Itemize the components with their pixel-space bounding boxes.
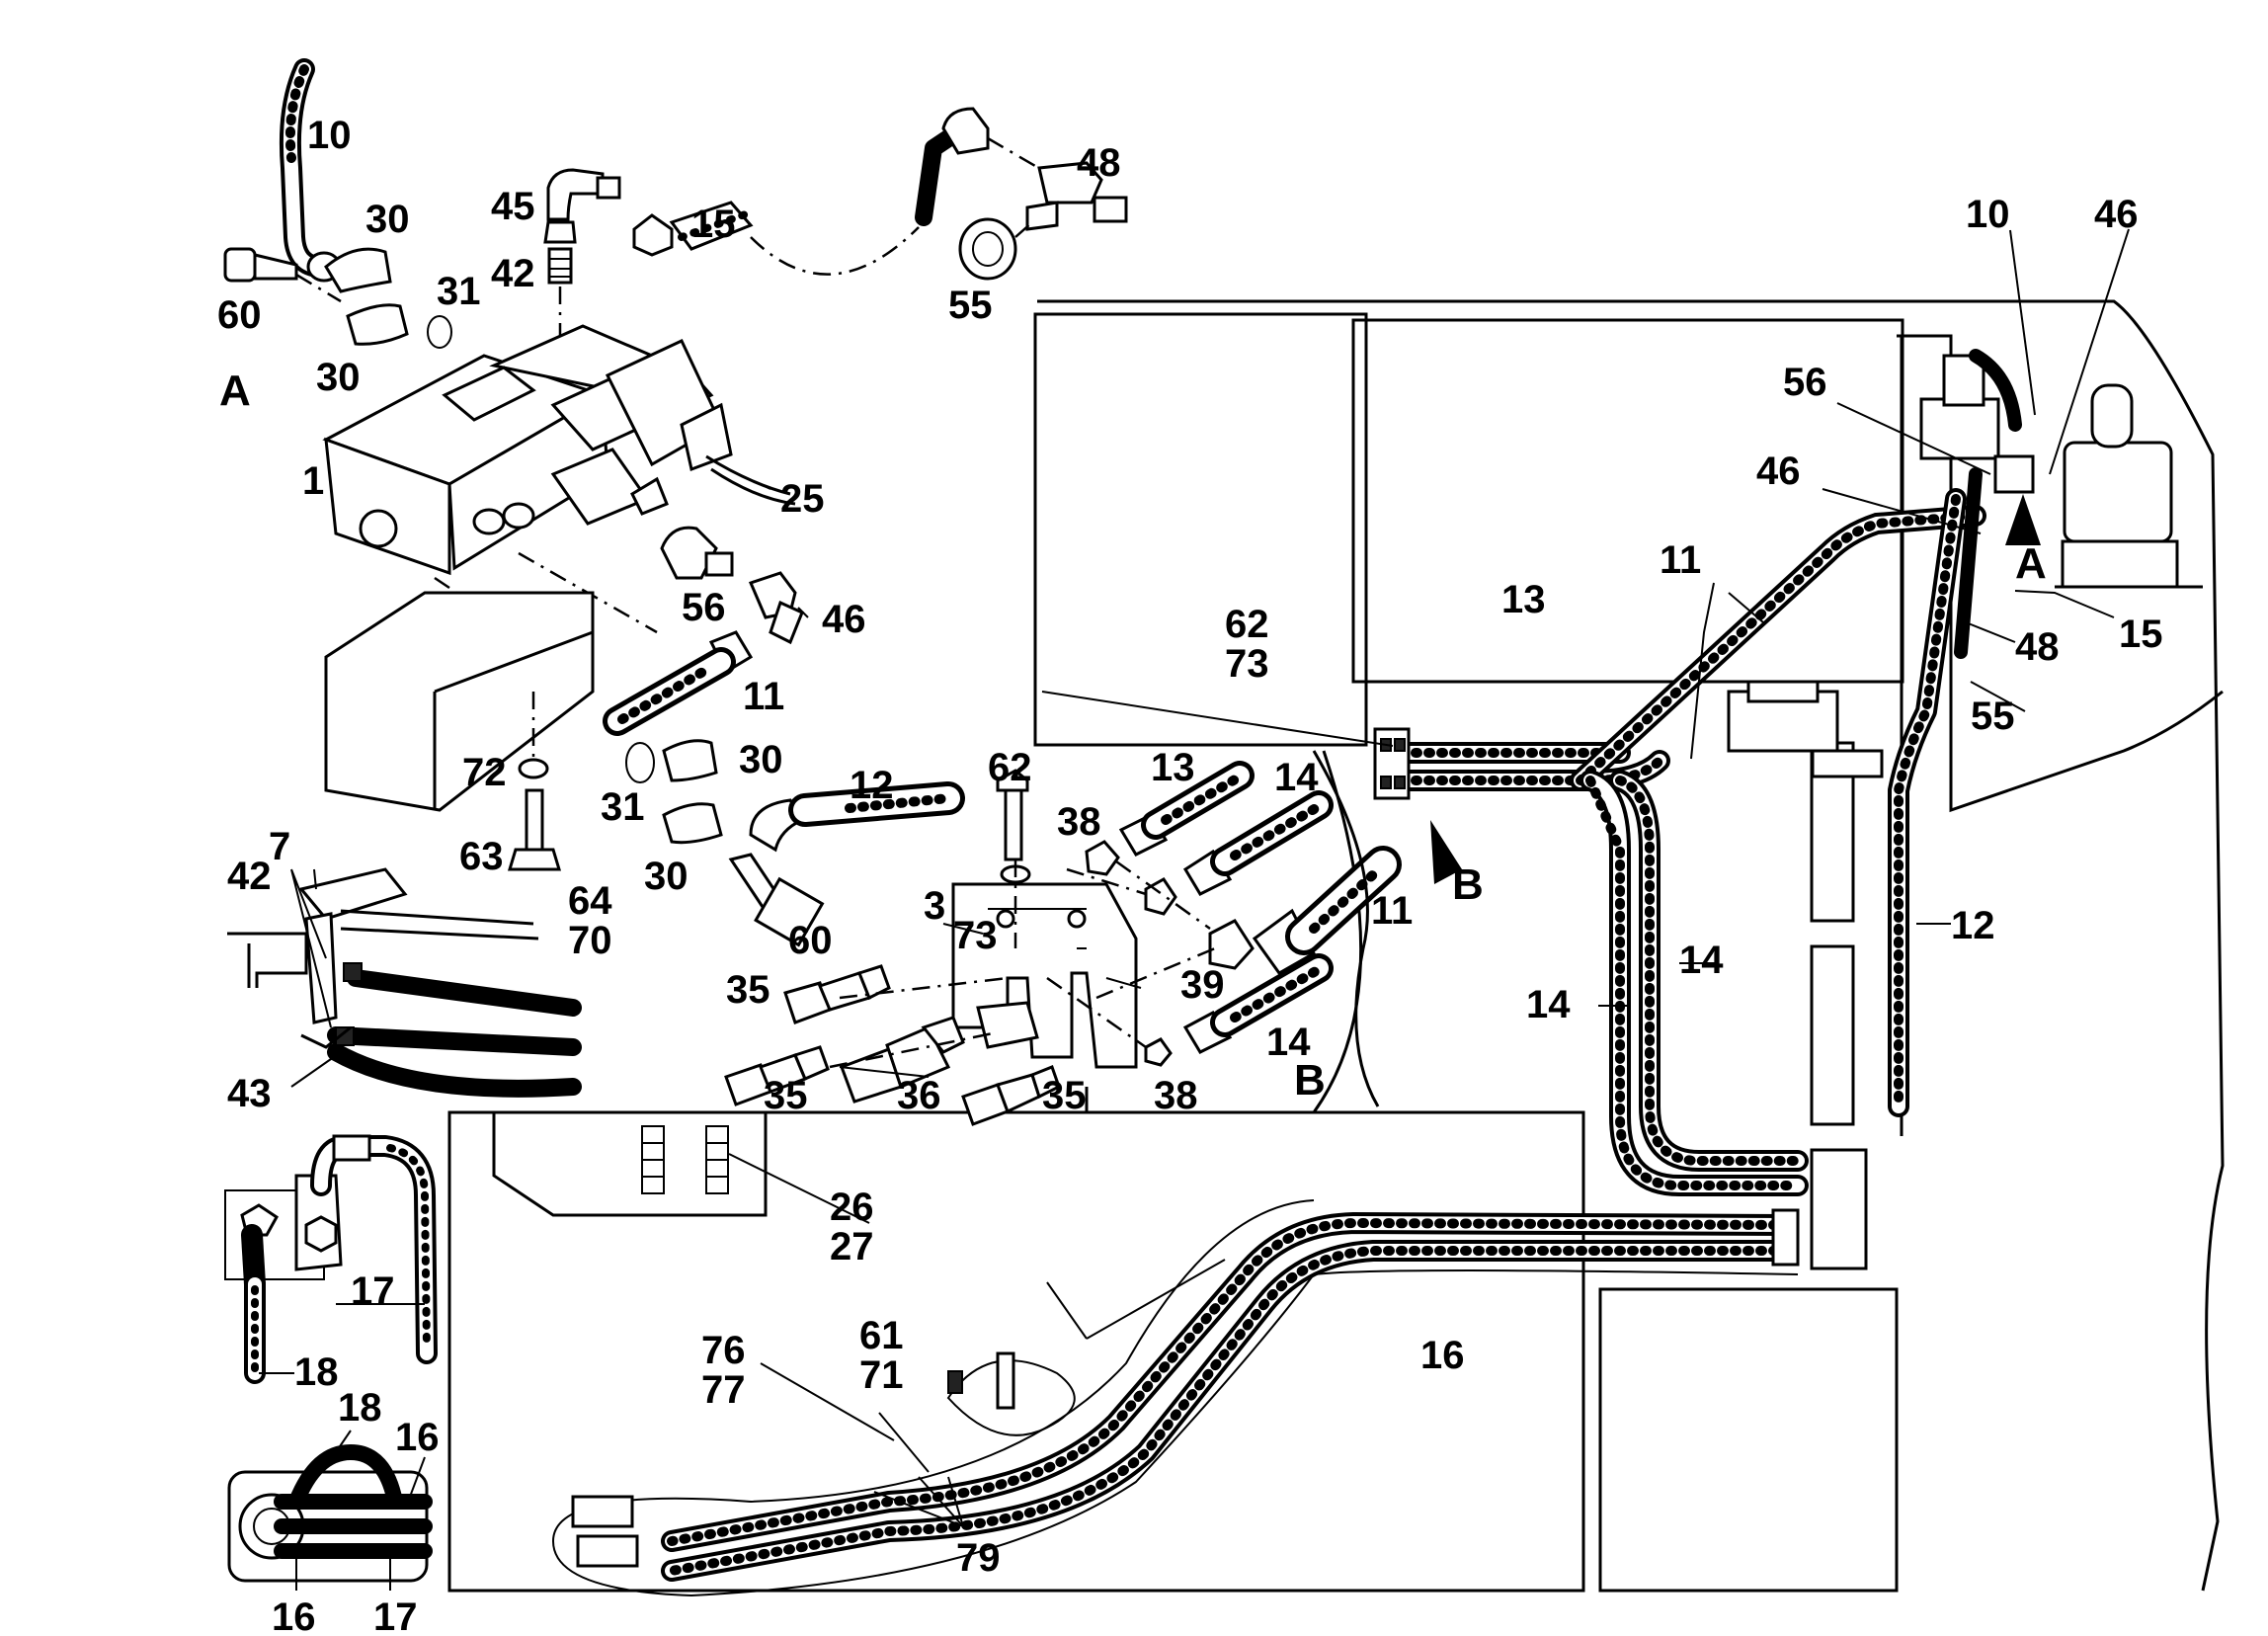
label-35: 35 [764,1074,808,1117]
label-14: 14 [1679,939,1724,982]
label-11: 11 [1660,538,1701,582]
label-61: 61 [859,1314,904,1357]
label-26: 26 [830,1186,874,1229]
label-56: 56 [682,586,726,629]
label-46: 46 [1756,450,1801,493]
label-30: 30 [365,198,410,241]
label-14: 14 [1526,983,1571,1026]
label-60: 60 [788,919,833,962]
adapters-35-36 [724,964,1061,1126]
label-14: 14 [1274,756,1319,799]
lower-tray [447,1110,1585,1593]
label-48: 48 [1077,141,1121,185]
label-38: 38 [1154,1074,1198,1117]
label-18: 18 [294,1350,339,1394]
detail-fittings-top [543,107,1128,341]
label-16: 16 [1420,1334,1465,1377]
detail-17-18 [224,1134,438,1384]
label-35: 35 [1042,1074,1087,1117]
label-18: 18 [338,1386,382,1430]
label-39: 39 [1180,963,1225,1007]
label-73: 73 [953,914,998,957]
label-35: 35 [726,968,770,1012]
detail-switch-7 [227,867,582,1098]
label-64: 64 [568,879,612,923]
label-31: 31 [437,270,481,313]
label-12: 12 [1951,904,1995,947]
label-3: 3 [924,884,945,928]
arrow-b-icon [1430,820,1462,884]
label-62: 62 [1225,603,1269,646]
leader-lines [259,228,2130,1591]
label-12: 12 [850,764,894,807]
label-10: 10 [307,114,352,157]
label-27: 27 [830,1225,874,1268]
label-72: 72 [462,751,507,794]
hose-ends-13-14-11 [1046,750,1402,1107]
valve-top-right [1727,349,2203,778]
detail-16-17-18 [227,1444,433,1583]
detail-a-flange [223,58,452,349]
label-55: 55 [1971,695,2015,738]
panel-slot-3 [1810,1148,1868,1270]
label-b: B [1294,1056,1326,1104]
label-17: 17 [373,1595,418,1636]
label-55: 55 [948,284,993,327]
panel-left-upper [1033,312,1368,747]
label-36: 36 [897,1074,941,1117]
label-42: 42 [491,252,535,295]
part-labels: 10 30 60 31 30 A 45 42 15 48 55 1 25 56 … [217,114,2163,1636]
label-79: 79 [956,1536,1001,1580]
label-77: 77 [701,1368,746,1412]
label-31: 31 [601,785,645,829]
label-63: 63 [459,835,504,878]
label-15: 15 [691,203,736,246]
label-56: 56 [1783,361,1827,404]
label-45: 45 [491,185,535,228]
label-60: 60 [217,293,262,337]
label-a: A [2015,539,2047,588]
label-43: 43 [227,1072,272,1115]
label-48: 48 [2015,625,2060,669]
label-38: 38 [1057,800,1101,844]
label-16: 16 [395,1416,440,1459]
routed-hoses [551,467,1986,1597]
label-11: 11 [743,675,784,718]
arrow-a-icon [2005,494,2041,545]
label-17: 17 [351,1269,395,1313]
label-46: 46 [822,598,866,641]
label-71: 71 [859,1353,904,1397]
label-70: 70 [568,919,612,962]
label-30: 30 [739,738,783,781]
panel-slot-2 [1810,944,1855,1126]
label-46: 46 [2094,193,2139,236]
label-16: 16 [272,1595,316,1636]
label-73: 73 [1225,642,1269,686]
label-1: 1 [302,459,324,503]
label-25: 25 [780,477,825,521]
label-7: 7 [269,825,290,868]
valve-assembly-1 [322,324,965,947]
label-15: 15 [2119,613,2163,656]
label-13: 13 [1151,746,1195,789]
bracket-plate-3 [951,769,1138,1069]
label-10: 10 [1966,193,2010,236]
label-a: A [219,367,251,415]
label-42: 42 [227,855,272,898]
label-30: 30 [644,855,688,898]
label-62: 62 [988,746,1032,789]
label-76: 76 [701,1329,746,1372]
label-14: 14 [1266,1021,1311,1064]
panel-lower-right [1598,1287,1899,1593]
label-b: B [1452,860,1484,909]
label-13: 13 [1501,578,1546,621]
label-30: 30 [316,356,361,399]
label-11: 11 [1371,889,1413,933]
